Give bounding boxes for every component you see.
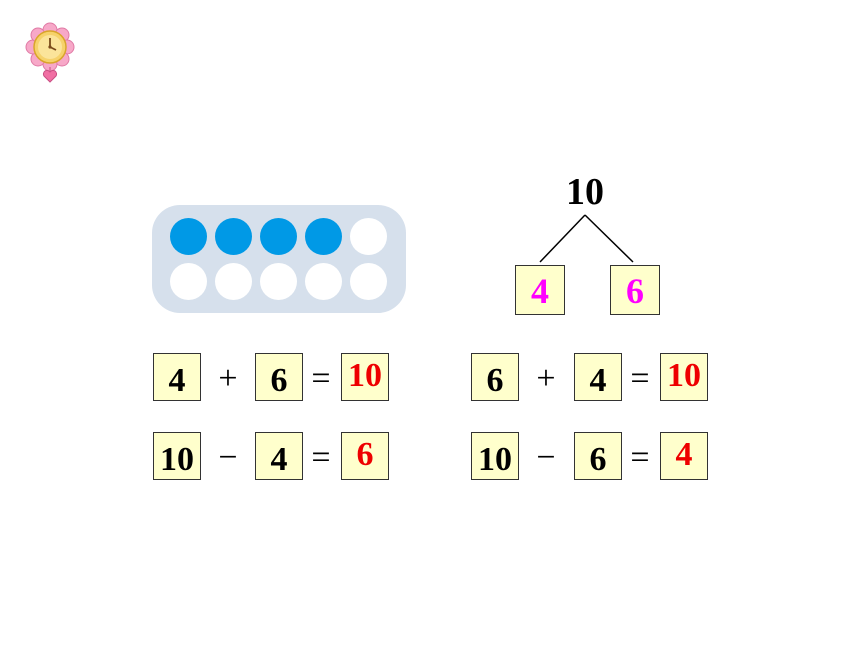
counter-dot: [305, 218, 342, 255]
plus-sign: +: [218, 360, 238, 397]
counter-dot: [260, 218, 297, 255]
counter-dot: [350, 263, 387, 300]
operand-box: 6: [471, 353, 519, 401]
operand-box: 6: [574, 432, 622, 480]
answer-box: 6: [341, 432, 389, 480]
operand-box: 10: [471, 432, 519, 480]
counter-dot: [170, 218, 207, 255]
equals-sign: =: [630, 439, 650, 476]
minus-sign: −: [536, 439, 556, 476]
counter-dot: [170, 263, 207, 300]
bond-total: 10: [566, 171, 604, 213]
plus-sign: +: [536, 360, 556, 397]
answer-box: 4: [660, 432, 708, 480]
bond-connector-lines: [539, 214, 634, 263]
operand-box: 6: [255, 353, 303, 401]
bond-part-left: 4: [515, 265, 565, 315]
counter-dot: [260, 263, 297, 300]
equals-sign: =: [311, 360, 331, 397]
bond-part-right: 6: [610, 265, 660, 315]
operand-box: 10: [153, 432, 201, 480]
flower-clock-icon: [25, 22, 75, 83]
operand-box: 4: [574, 353, 622, 401]
counter-dot: [305, 263, 342, 300]
operand-box: 4: [255, 432, 303, 480]
answer-box: 10: [660, 353, 708, 401]
ten-frame: [152, 205, 406, 313]
counter-dot: [215, 218, 252, 255]
operand-box: 4: [153, 353, 201, 401]
answer-box: 10: [341, 353, 389, 401]
counter-dot: [215, 263, 252, 300]
counter-dot: [350, 218, 387, 255]
minus-sign: −: [218, 439, 238, 476]
equals-sign: =: [311, 439, 331, 476]
equals-sign: =: [630, 360, 650, 397]
